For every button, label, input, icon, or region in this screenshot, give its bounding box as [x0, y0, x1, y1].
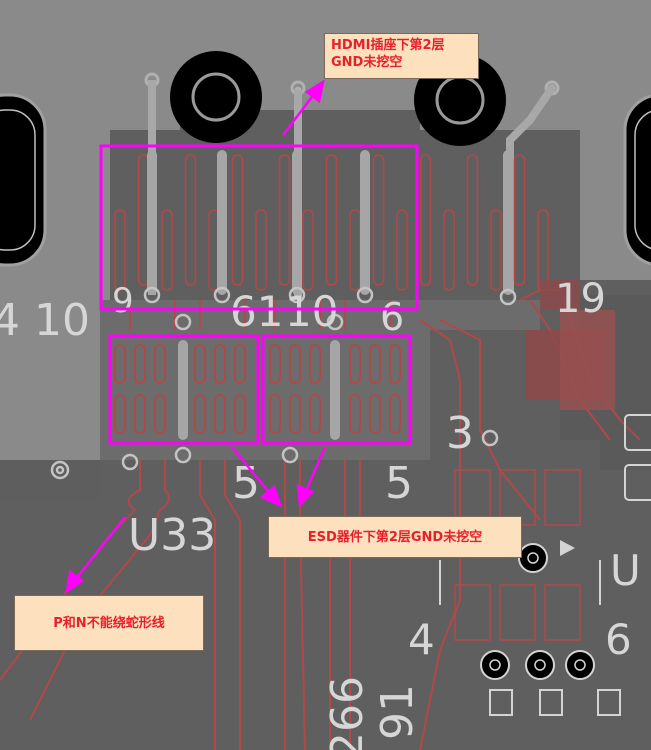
highlight-esd-left	[108, 334, 260, 445]
hdmi-pin-finger	[396, 209, 408, 291]
silk-ref-u: U	[610, 546, 641, 595]
esd-pad	[349, 394, 361, 434]
silk-ref-91: 91	[372, 684, 423, 740]
hdmi-pin-finger	[490, 209, 502, 291]
hdmi-pin-finger	[443, 209, 455, 291]
esd-pad	[389, 394, 401, 434]
highlight-hdmi-connector	[99, 144, 419, 311]
silk-pin-6: 6	[605, 615, 632, 664]
esd-pad	[194, 394, 206, 434]
note-hdmi-line1: HDMI插座下第2层	[331, 38, 445, 53]
esd-gray-pads	[178, 340, 340, 440]
silk-esd-5b: 5	[385, 458, 413, 509]
silk-pin-3: 3	[446, 408, 474, 459]
esd-pad	[134, 344, 146, 384]
esd-pad	[154, 344, 166, 384]
esd-pad	[134, 394, 146, 434]
esd-pad	[309, 394, 321, 434]
silk-connector-61: 61	[230, 287, 283, 336]
board-edge-left	[0, 460, 100, 500]
silkscreen: 4 10 9 61 10 6 19 5 5 3 U33 4 6 U 266 91	[0, 276, 641, 750]
annotation-arrows	[65, 79, 327, 594]
esd-pad	[214, 344, 226, 384]
silk-connector-10: 10	[285, 287, 338, 336]
hdmi-pin-finger	[278, 154, 291, 286]
highlight-esd-right	[261, 334, 412, 445]
hdmi-pin-finger	[325, 154, 338, 286]
esd-pad	[289, 344, 301, 384]
note-hdmi-line2: GND未挖空	[331, 55, 403, 70]
silk-esd-5a: 5	[232, 458, 260, 509]
silk-ref-266: 266	[322, 676, 373, 750]
hdmi-pin-finger	[255, 209, 267, 291]
hdmi-pin-finger	[372, 154, 385, 286]
silk-ref-u33: U33	[128, 510, 216, 561]
silk-left-pins: 4 10	[0, 295, 90, 346]
connector-pad-vias	[143, 286, 517, 306]
hdmi-pin-finger	[114, 209, 126, 291]
note-esd-gnd: ESD器件下第2层GND未挖空	[268, 516, 522, 558]
hdmi-pin-finger	[419, 154, 432, 286]
hdmi-gray-pads	[147, 150, 513, 295]
note-pn-serpentine: P和N不能绕蛇形线	[14, 595, 204, 651]
silk-pin-19: 19	[555, 276, 606, 322]
esd-pad	[369, 344, 381, 384]
hdmi-pin-finger	[184, 154, 197, 286]
hdmi-pin-finger	[466, 154, 479, 286]
esd-pad	[309, 344, 321, 384]
hdmi-pin-finger	[161, 209, 173, 291]
hdmi-pin-finger	[302, 209, 314, 291]
esd-pad	[114, 394, 126, 434]
hdmi-pin-finger	[513, 154, 526, 286]
esd-pad	[114, 344, 126, 384]
esd-pad	[154, 394, 166, 434]
esd-pad	[369, 394, 381, 434]
silk-pin-4: 4	[408, 615, 435, 664]
esd-vias	[50, 313, 499, 480]
esd-pad	[234, 344, 246, 384]
mount-hole-left	[170, 51, 262, 143]
hdmi-shell-left	[0, 93, 47, 267]
hdmi-shell-right	[623, 94, 651, 266]
hdmi-pin-finger	[231, 154, 244, 286]
esd-pad	[289, 394, 301, 434]
esd-pad	[234, 394, 246, 434]
silk-connector-6: 6	[380, 295, 404, 339]
hdmi-pin-fingers	[114, 154, 549, 291]
highlight-boxes	[99, 144, 419, 445]
esd-pad	[194, 344, 206, 384]
note-hdmi-gnd: HDMI插座下第2层 GND未挖空	[324, 33, 479, 79]
esd-pad	[214, 394, 226, 434]
esd-pad	[349, 344, 361, 384]
esd-pad	[269, 344, 281, 384]
esd-pad	[389, 344, 401, 384]
right-component-area	[439, 280, 651, 716]
esd-pad	[269, 394, 281, 434]
black-vias	[480, 543, 595, 680]
esd-pads	[114, 344, 401, 434]
silk-pin-9: 9	[112, 281, 134, 321]
